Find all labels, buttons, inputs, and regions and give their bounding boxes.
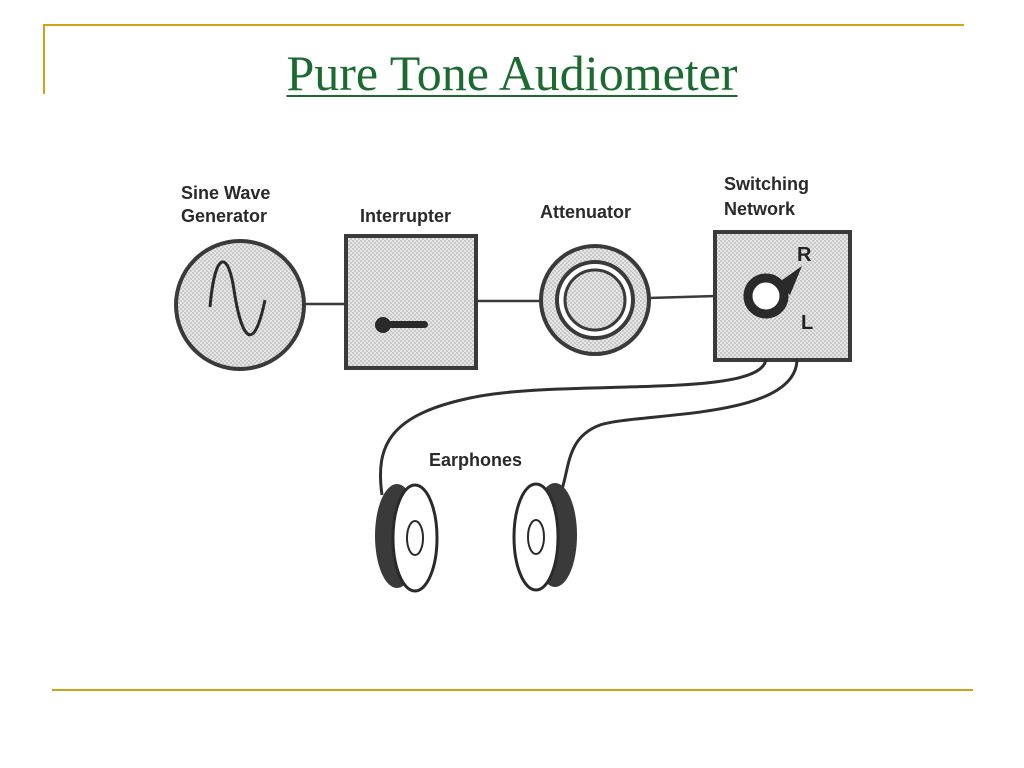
generator-label-line2: Generator	[181, 206, 267, 226]
sine-wave-generator: Sine Wave Generator	[174, 183, 306, 371]
earphones-label: Earphones	[429, 450, 522, 470]
switching-label-line1: Switching	[724, 174, 809, 194]
interrupter-label: Interrupter	[360, 206, 451, 226]
cord-right-earphone	[558, 358, 799, 496]
wire-attenuator-switching	[648, 294, 717, 300]
switching-network: R L Switching Network	[713, 174, 852, 362]
sine-wave-icon	[208, 260, 267, 337]
top-rule	[43, 24, 964, 26]
attenuator: Attenuator	[539, 202, 651, 356]
switch-lever-icon	[383, 321, 428, 328]
selector-pointer-icon	[778, 266, 802, 295]
earphone-cords	[378, 358, 799, 496]
selector-dial-icon	[743, 273, 789, 319]
left-earphone-icon	[375, 483, 439, 593]
interrupter-box	[344, 234, 478, 370]
attenuator-knob-icon	[563, 268, 627, 332]
left-rule	[43, 24, 45, 94]
cord-left-earphone	[378, 358, 768, 496]
earphones: Earphones	[375, 450, 577, 593]
interrupter: Interrupter	[344, 206, 478, 370]
switching-label-line2: Network	[724, 199, 796, 219]
left-ear-mark: L	[801, 312, 813, 334]
generator-label-line1: Sine Wave	[181, 183, 270, 203]
slide-title: Pure Tone Audiometer	[286, 45, 738, 101]
generator-dial	[174, 239, 306, 371]
right-ear-mark: R	[797, 244, 812, 266]
bottom-rule	[52, 689, 973, 691]
attenuator-label: Attenuator	[540, 202, 631, 222]
right-earphone-icon	[512, 482, 577, 592]
signal-wires	[305, 294, 717, 306]
